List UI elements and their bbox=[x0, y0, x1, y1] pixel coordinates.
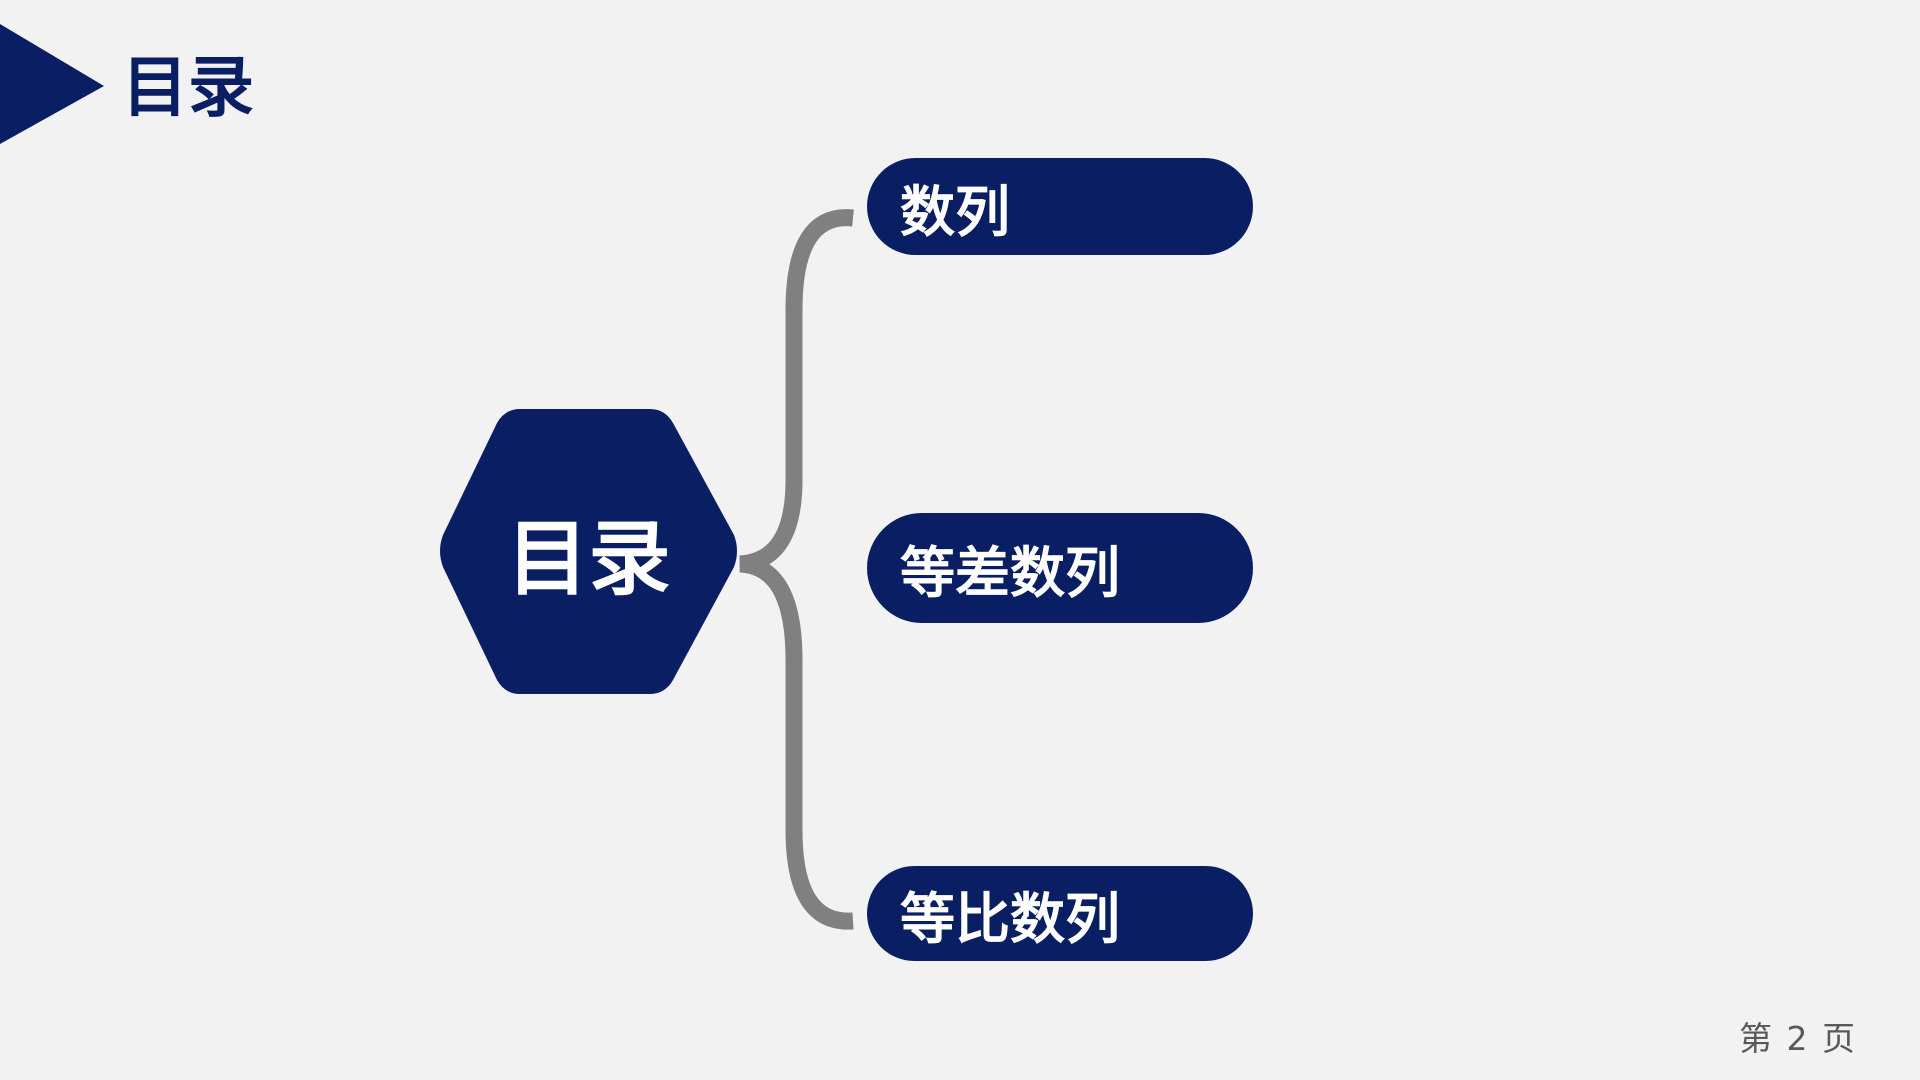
toc-item-sequence[interactable]: 数列 bbox=[867, 158, 1253, 255]
page-number: 第 2 页 bbox=[1739, 1019, 1857, 1058]
page-title: 目录 bbox=[122, 49, 254, 126]
toc-item-geometric-sequence[interactable]: 等比数列 bbox=[867, 866, 1253, 961]
bracket-connector bbox=[739, 209, 854, 930]
center-label: 目录 bbox=[506, 512, 671, 607]
center-hexagon bbox=[440, 409, 737, 694]
header-triangle-icon bbox=[0, 24, 104, 144]
toc-item-label: 等比数列 bbox=[900, 886, 1121, 951]
toc-item-arithmetic-sequence[interactable]: 等差数列 bbox=[867, 513, 1253, 623]
toc-item-label: 等差数列 bbox=[900, 541, 1121, 605]
toc-item-label: 数列 bbox=[900, 179, 1011, 244]
